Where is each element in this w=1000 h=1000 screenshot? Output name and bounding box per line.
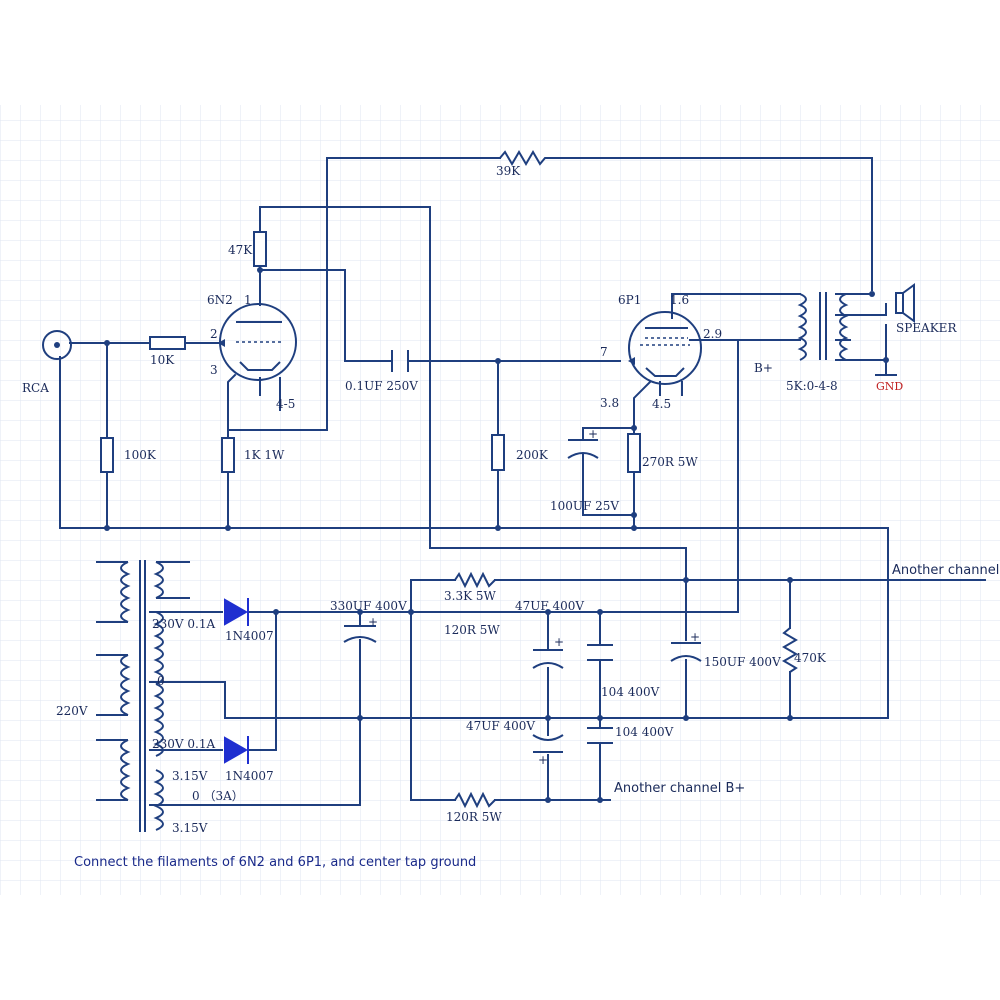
- label-47k: 47K: [228, 243, 253, 257]
- label-39k: 39K: [496, 164, 521, 178]
- label-1k: 1K 1W: [244, 448, 285, 462]
- wires: [59, 157, 986, 806]
- label-secondary-a: 230V 0.1A: [152, 617, 215, 631]
- label-speaker: SPEAKER: [896, 321, 957, 335]
- label-pin-3: 3: [210, 363, 218, 377]
- grid-background: [0, 105, 1000, 895]
- output-transformer: [797, 292, 849, 361]
- label-rca: RCA: [22, 381, 49, 395]
- label-10k: 10K: [150, 353, 175, 367]
- power-transformer: [96, 560, 190, 832]
- label-output-transformer: 5K:0-4-8: [786, 379, 838, 393]
- footnote: Connect the filaments of 6N2 and 6P1, an…: [74, 855, 476, 870]
- resistor-1k: [221, 437, 235, 473]
- label-coupling-cap: 0.1UF 250V: [345, 379, 418, 393]
- label-pin-1: 1: [244, 293, 252, 307]
- label-104-b: 104 400V: [615, 725, 674, 739]
- capacitor-150uf: [670, 642, 702, 662]
- label-330uf: 330UF 400V: [330, 599, 407, 613]
- label-150uf: 150UF 400V: [704, 655, 781, 669]
- label-another-channel-bplus: Another channel B+: [614, 781, 745, 796]
- plus-47uf-b: +: [538, 753, 548, 767]
- speaker-icon: [895, 283, 915, 323]
- label-pin-2: 2: [210, 327, 218, 341]
- label-gnd: GND: [876, 380, 903, 393]
- label-270r: 270R 5W: [642, 455, 698, 469]
- label-cathode-cap: 100UF 25V: [550, 499, 619, 513]
- diode-b: [224, 736, 249, 764]
- capacitor-coupling: [389, 350, 411, 372]
- capacitor-104-a: [587, 644, 613, 661]
- label-diode-a: 1N4007: [225, 629, 274, 643]
- capacitor-330uf: [343, 625, 377, 643]
- capacitor-104-b: [587, 727, 613, 744]
- label-470k: 470K: [794, 651, 827, 665]
- resistor-200k: [491, 434, 505, 471]
- label-6n2: 6N2: [207, 293, 233, 307]
- capacitor-47uf-b: [532, 734, 564, 753]
- tube-6n2: [218, 303, 297, 381]
- plus-330uf: +: [368, 615, 378, 629]
- label-3-3k: 3.3K 5W: [444, 589, 496, 603]
- label-center-tap: 0: [157, 674, 165, 688]
- resistor-47k: [253, 231, 267, 267]
- label-6p1: 6P1: [618, 293, 641, 307]
- label-filament-a: 3.15V: [172, 769, 208, 783]
- label-120r-a: 120R 5W: [444, 623, 500, 637]
- resistor-100k: [100, 437, 114, 473]
- plus-47uf-a: +: [554, 635, 564, 649]
- diode-a: [224, 598, 249, 626]
- resistor-470k: [782, 627, 798, 673]
- plus-150uf: +: [690, 630, 700, 644]
- label-primary: 220V: [56, 704, 88, 718]
- label-200k: 200K: [516, 448, 549, 462]
- label-47uf-a: 47UF 400V: [515, 599, 584, 613]
- label-pin-3-8: 3.8: [600, 396, 619, 410]
- label-another-channel: Another channel: [892, 563, 999, 578]
- junction-dots: [104, 267, 889, 803]
- label-pin-4-5-right: 4.5: [652, 397, 671, 411]
- rca-connector: [42, 330, 72, 360]
- capacitor-47uf-a: [532, 649, 564, 669]
- resistor-39k: [499, 150, 550, 166]
- label-filament-b: 3.15V: [172, 821, 208, 835]
- resistor-120r-b: [454, 791, 496, 809]
- label-120r-b: 120R 5W: [446, 810, 502, 824]
- label-47uf-b: 47UF 400V: [466, 719, 535, 733]
- label-pin-2-9: 2.9: [703, 327, 722, 341]
- label-pin-7: 7: [600, 345, 608, 359]
- label-diode-b: 1N4007: [225, 769, 274, 783]
- resistor-10k: [149, 336, 186, 350]
- tube-6p1: [628, 311, 702, 385]
- resistor-3-3k: [454, 571, 496, 589]
- resistor-270r: [627, 433, 641, 473]
- label-secondary-b: 230V 0.1A: [152, 737, 215, 751]
- capacitor-cathode: [567, 439, 599, 459]
- label-pin-1-6: 1.6: [670, 293, 689, 307]
- label-104-a: 104 400V: [601, 685, 660, 699]
- label-pin-4-5-left: 4-5: [276, 397, 295, 411]
- label-100k: 100K: [124, 448, 157, 462]
- plus-cathode-cap: +: [588, 427, 598, 441]
- label-bplus: B+: [754, 361, 773, 375]
- label-filament-0: 0 （3A）: [192, 789, 244, 803]
